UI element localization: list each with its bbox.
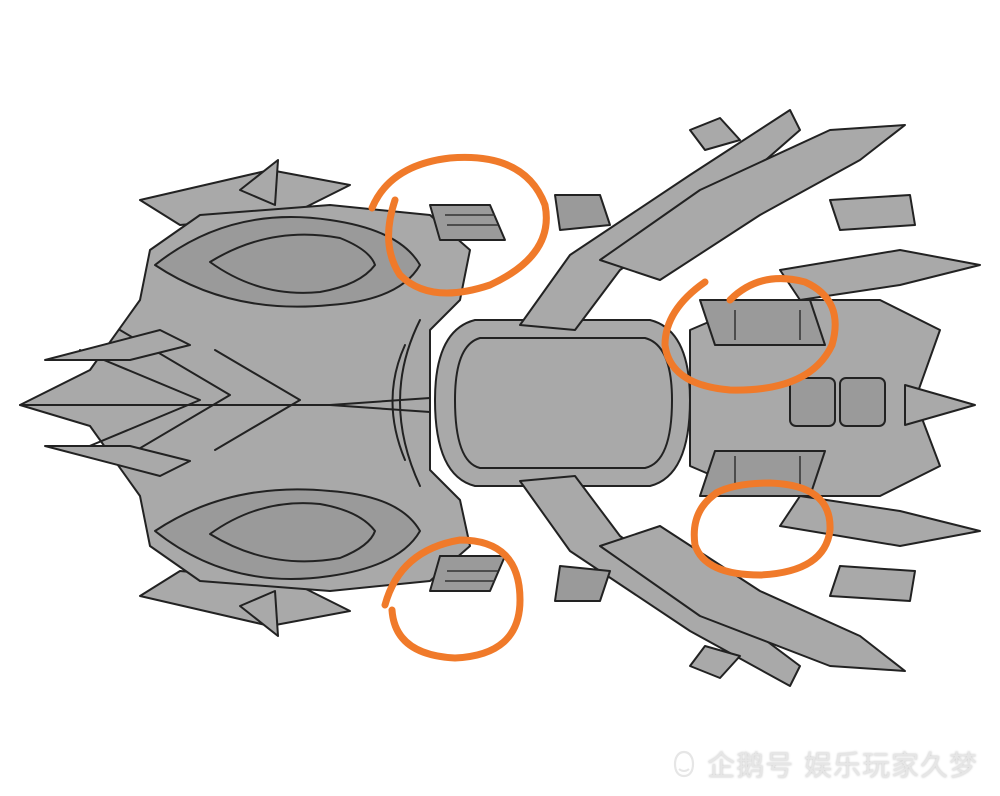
- nose-tip: [904, 384, 976, 426]
- rear-pod-top: [154, 216, 421, 308]
- right-blade-top-upper: [829, 194, 916, 231]
- vent-bottom-mid: [554, 565, 611, 602]
- vent-top-mid: [554, 194, 611, 231]
- highlight-circle-top-left: [368, 153, 550, 297]
- nose-armor-a: [789, 377, 836, 427]
- right-blade-bottom: [779, 495, 981, 547]
- watermark: 企鹅号 娱乐玩家久梦: [669, 746, 978, 782]
- side-spike-top-left: [44, 329, 191, 361]
- cockpit-canopy: [434, 319, 691, 487]
- right-blade-bottom-lower: [829, 565, 916, 602]
- center-needle: [329, 397, 431, 413]
- intake-top-right: [699, 299, 826, 346]
- vent-top-left: [429, 204, 506, 241]
- front-wing-top-upper: [599, 124, 906, 281]
- penguin-logo-icon: [673, 750, 695, 778]
- nose-armor-b: [839, 377, 886, 427]
- rear-fin-bottom-spike: [239, 590, 279, 637]
- highlight-circle-bottom-left: [381, 536, 524, 662]
- watermark-text: 企鹅号 娱乐玩家久梦: [707, 749, 978, 782]
- right-blade-top: [779, 249, 981, 301]
- front-wing-top-tip: [689, 117, 741, 151]
- highlight-circle-bottom-right: [690, 479, 834, 579]
- rear-pod-bottom: [154, 488, 421, 580]
- rear-fin-top-spike: [239, 159, 279, 206]
- vent-bottom-left: [429, 555, 506, 592]
- front-wing-bottom-lower: [599, 525, 906, 672]
- front-wing-bottom-tip: [689, 645, 741, 679]
- highlight-circle-top-right: [661, 275, 839, 394]
- side-spike-bottom-left: [44, 445, 191, 477]
